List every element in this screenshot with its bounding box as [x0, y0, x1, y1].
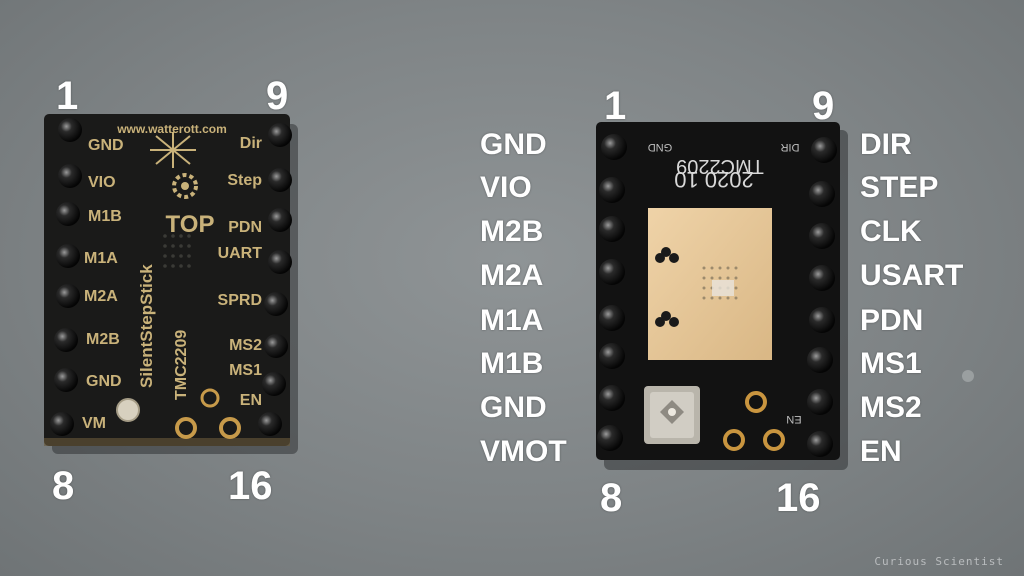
silkscreen-url: www.watterott.com [116, 122, 227, 136]
watermark: Curious Scientist [874, 555, 1004, 568]
thermal-pad [648, 208, 772, 360]
silkscreen-chip: TMC2209 [173, 330, 190, 400]
potentiometer [644, 386, 700, 444]
pin-name-left: M1A [480, 304, 544, 337]
left-board-vias [163, 234, 191, 268]
left-board-label-1: 1 [56, 74, 79, 118]
pin-name-right: PDN [860, 304, 924, 337]
left-board-right-pins [258, 123, 292, 436]
right-board-right-pins [807, 137, 837, 457]
silk-right-pin: Step [227, 172, 262, 189]
left-board-label-8: 8 [52, 464, 75, 508]
pin-name-right: MS1 [860, 347, 922, 380]
left-board-right-silk: Dir Step PDN UART SPRD MS2 MS1 EN [218, 135, 263, 409]
silk-right-pin: UART [218, 245, 263, 262]
pin-name-left: GND [480, 391, 547, 424]
pin-name-right: MS2 [860, 391, 922, 424]
silk-right-pin: PDN [228, 219, 262, 236]
right-board-label-9: 9 [812, 84, 835, 128]
debris-speck [962, 370, 974, 382]
left-board-pcb [44, 114, 290, 446]
silk-left-pin: M1B [88, 208, 122, 225]
silk-left-pin: VM [82, 415, 106, 432]
silk-right-pin: Dir [240, 135, 262, 152]
left-board-edge [44, 438, 290, 446]
pin-name-right: USART [860, 259, 964, 292]
right-board-label-8: 8 [600, 476, 623, 520]
silkscreen-name: SilentStepStick [137, 264, 156, 388]
silk-en: EN [786, 413, 801, 425]
silk-date: 2020 10 [674, 167, 754, 192]
watterott-star-icon [150, 132, 196, 168]
silk-left-pin: GND [88, 137, 124, 154]
silk-right-pin: EN [240, 392, 262, 409]
pin-name-right: STEP [860, 171, 939, 204]
pin-name-right: DIR [860, 128, 912, 161]
right-board: TMC2209 2020 10 GND DIR EN [596, 122, 848, 470]
pin-name-left: VIO [480, 171, 532, 204]
silk-chip: TMC2209 [676, 155, 764, 177]
silk-left-pin: M1A [84, 250, 118, 267]
thermal-pad-highlight [712, 280, 734, 296]
silk-right-pin: SPRD [218, 292, 262, 309]
gear-icon [172, 173, 198, 199]
pin-name-right: CLK [860, 215, 922, 248]
left-board-pads [116, 388, 241, 439]
right-board-label-1: 1 [604, 84, 627, 128]
thermal-pad-vias [655, 247, 679, 327]
pin-name-left: GND [480, 128, 547, 161]
pin-name-right: EN [860, 435, 902, 468]
left-board-label-16: 16 [228, 464, 273, 508]
right-board-left-pins [597, 134, 627, 451]
pin-name-left: M1B [480, 347, 544, 380]
pin-name-left: M2B [480, 215, 544, 248]
silk-left-pin: GND [86, 373, 122, 390]
pin-name-left: M2A [480, 259, 544, 292]
silkscreen-top: TOP [166, 211, 215, 238]
right-board-label-16: 16 [776, 476, 821, 520]
left-board-left-pins [50, 118, 82, 436]
silk-left-pin: VIO [88, 174, 116, 191]
silk-right-pin: MS1 [229, 362, 262, 379]
pin-name-left: VMOT [480, 435, 567, 468]
left-board-left-silk: GND VIO M1B M1A M2A M2B GND VM [82, 137, 124, 432]
silk-left-pin: M2B [86, 331, 120, 348]
silk-dir: DIR [780, 141, 799, 153]
silk-left-pin: M2A [84, 288, 118, 305]
right-board-pads [723, 391, 785, 451]
left-board: www.watterott.com TOP SilentStepStick TM… [44, 114, 298, 454]
silk-gnd: GND [648, 141, 673, 153]
silk-right-pin: MS2 [229, 337, 262, 354]
left-board-label-9: 9 [266, 74, 289, 118]
